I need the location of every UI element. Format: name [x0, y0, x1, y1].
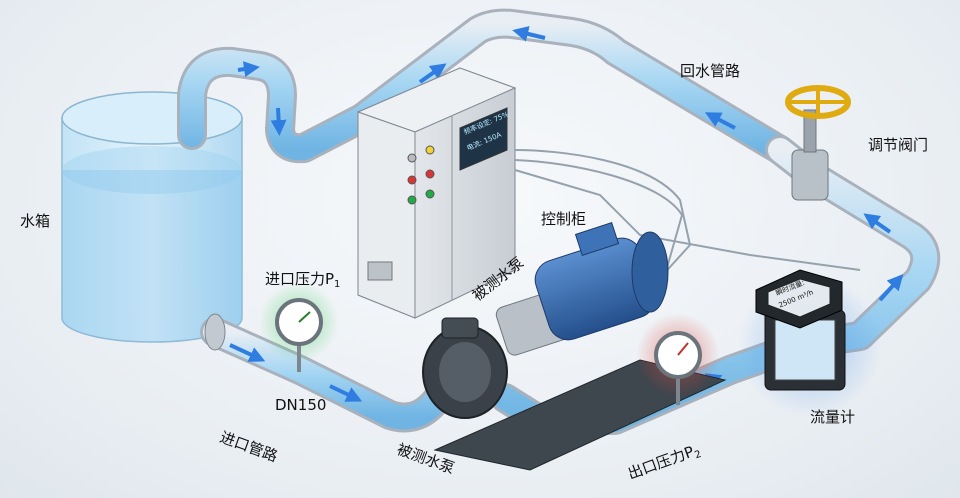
- motor: [534, 222, 669, 341]
- label-control-cabinet: 控制柜: [541, 210, 587, 228]
- outlet-pressure-gauge-icon: [636, 313, 720, 405]
- control-cables: [514, 149, 861, 311]
- label-tank: 水箱: [20, 212, 51, 230]
- label-dn: DN150: [275, 396, 327, 414]
- label-valve: 调节阀门: [868, 136, 929, 154]
- label-return-pipe: 回水管路: [680, 62, 741, 80]
- label-flowmeter: 流量计: [810, 408, 856, 426]
- outlet-pipe: [490, 135, 941, 435]
- label-inlet-pressure: 进口压力P1: [265, 270, 341, 290]
- control-cabinet: [356, 67, 861, 319]
- flowmeter: [738, 269, 882, 417]
- return-pipe: [177, 8, 795, 165]
- inlet-pressure-gauge-icon: [259, 282, 339, 372]
- cabinet-buttons: [407, 145, 435, 205]
- water-tank: [61, 91, 243, 343]
- valve-handwheel-icon: [785, 85, 851, 201]
- pump-assembly: [422, 222, 727, 471]
